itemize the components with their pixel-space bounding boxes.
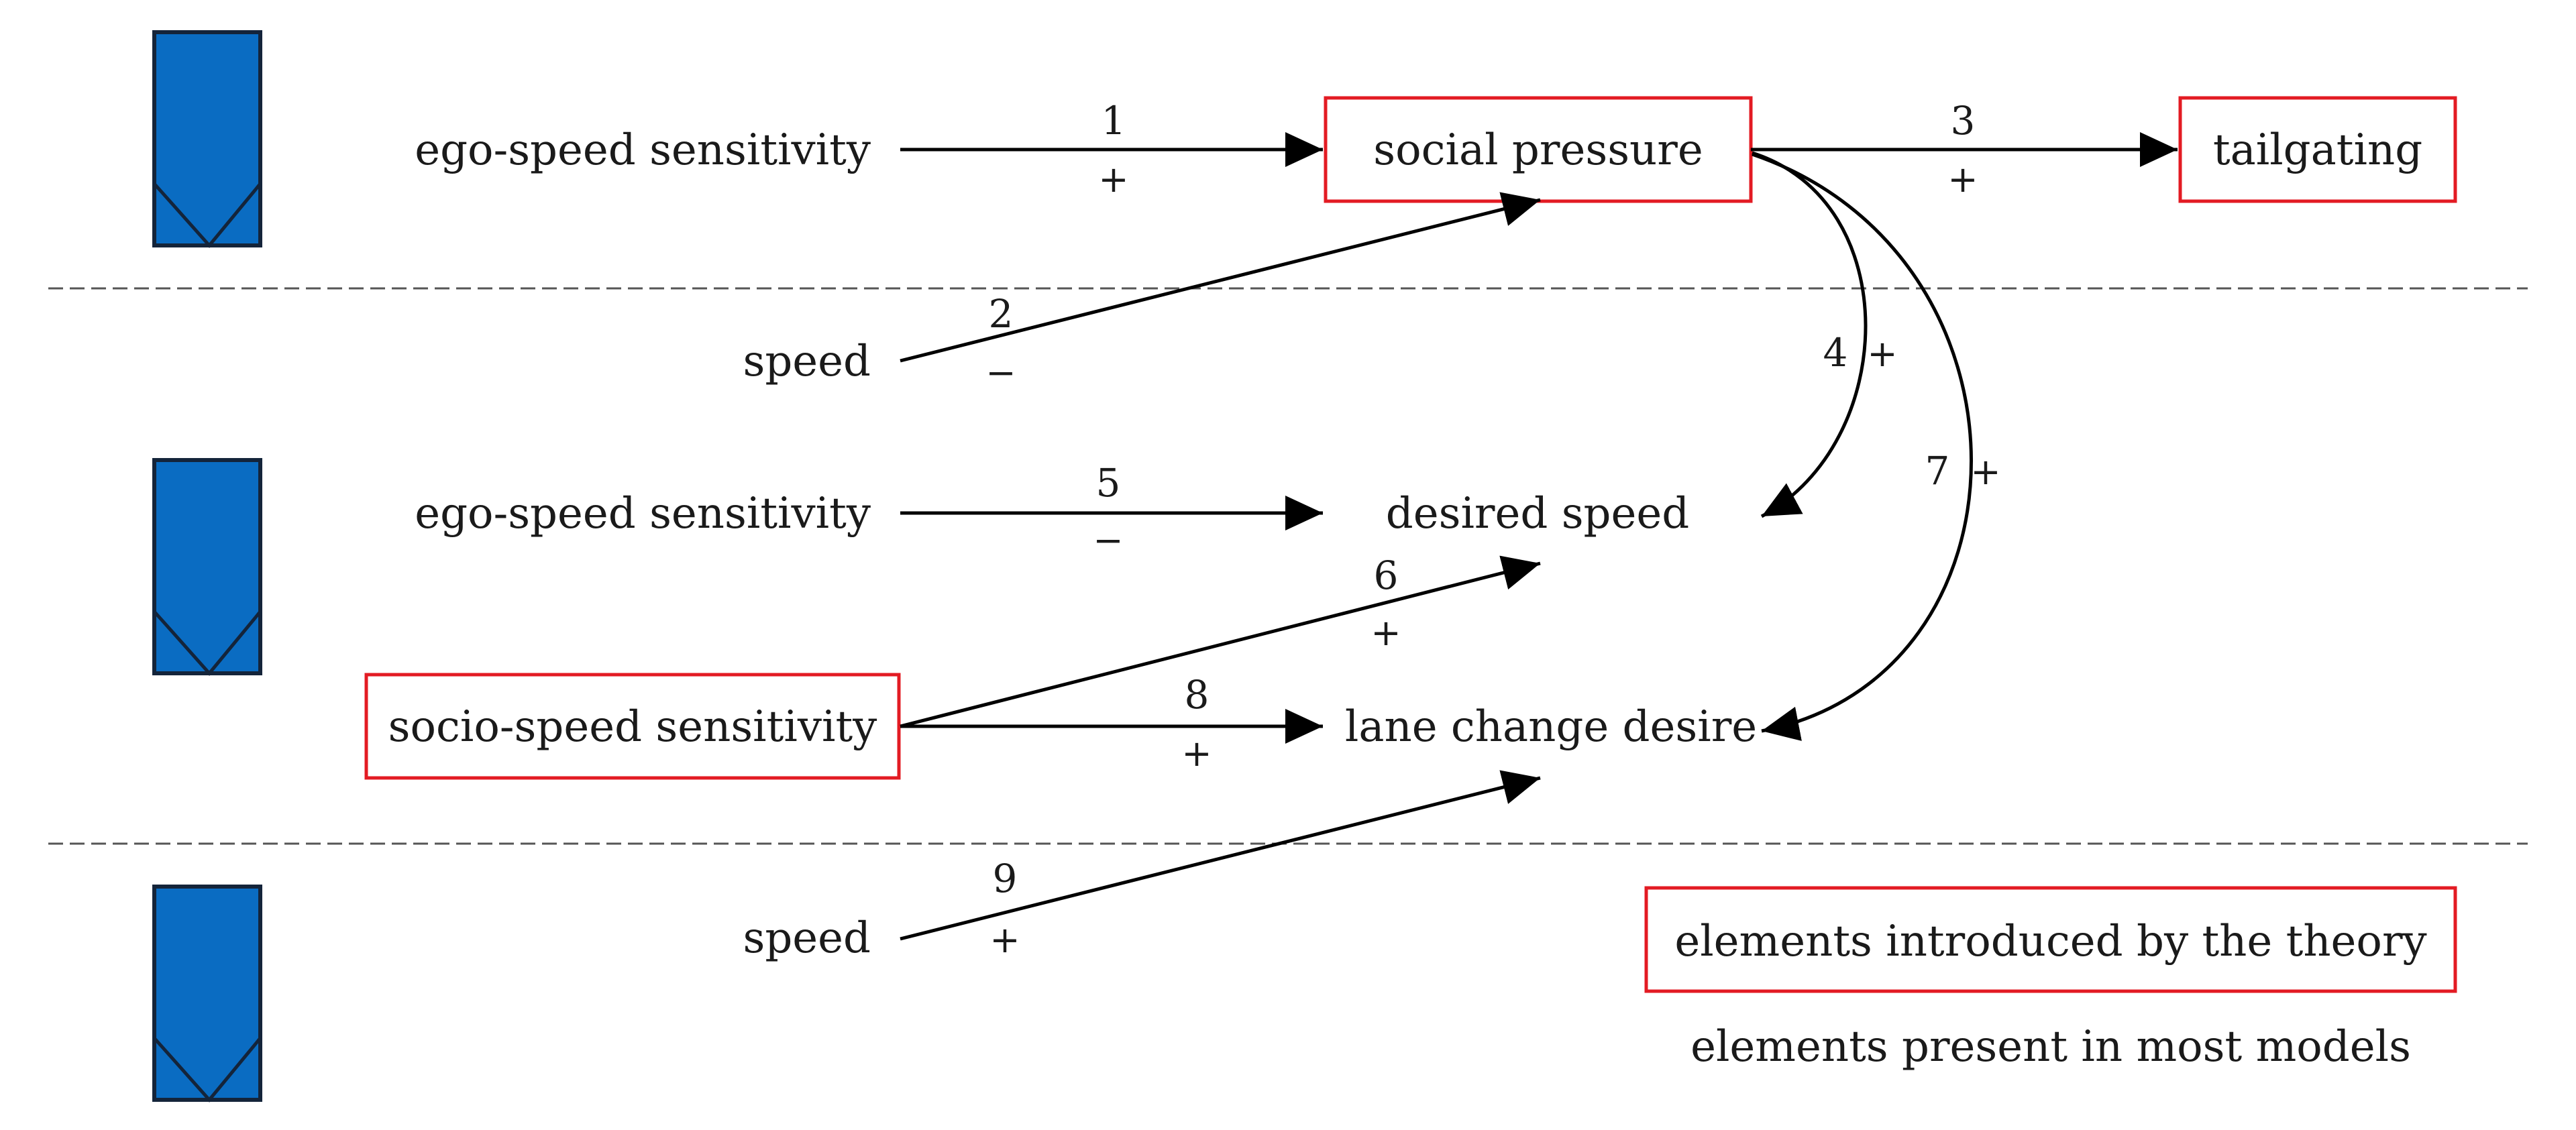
- node-tailgating: tailgating: [2213, 125, 2422, 175]
- edge-9-number: 9: [993, 856, 1018, 901]
- edge-9-arrow: [900, 770, 1541, 941]
- edge-6-number: 6: [1374, 553, 1399, 598]
- edge-1-sign: +: [1098, 158, 1128, 201]
- edge-5-sign: −: [1093, 519, 1123, 561]
- edge-2-number: 2: [989, 291, 1014, 337]
- edge-3-number: 3: [1951, 98, 1976, 144]
- edge-1-number: 1: [1102, 98, 1126, 144]
- edge-9-sign: +: [989, 919, 1020, 961]
- legend-introduced-box: [1644, 886, 2457, 993]
- edge-6-sign: +: [1371, 612, 1401, 654]
- car-icon: [152, 30, 262, 248]
- edge-4-sign: +: [1867, 333, 1897, 375]
- node-lane-change-desire: lane change desire: [1345, 702, 1757, 752]
- node-desired-speed: desired speed: [1386, 489, 1689, 539]
- node-social-pressure: social pressure: [1373, 125, 1703, 175]
- edge-4-arrow: [1752, 151, 1868, 518]
- node-speed-bottom: speed: [743, 913, 871, 963]
- node-socio-speed-sensitivity: socio-speed sensitivity: [388, 702, 877, 752]
- legend-present-label: elements present in most models: [1690, 1022, 2411, 1072]
- edge-7-number: 7: [1925, 448, 1950, 494]
- edge-6-arrow: [900, 555, 1541, 728]
- edge-8-sign: +: [1181, 732, 1212, 775]
- edge-2-arrow: [900, 192, 1541, 363]
- node-speed-top: speed: [743, 337, 871, 386]
- tailgating-box: [2178, 96, 2457, 203]
- legend-introduced-label: elements introduced by the theory: [1674, 917, 2426, 966]
- edge-7-arrow: [1752, 152, 1973, 741]
- edge-5-number: 5: [1096, 460, 1121, 506]
- node-ego-speed-sensitivity-mid: ego-speed sensitivity: [415, 489, 871, 539]
- edge-8-number: 8: [1185, 672, 1210, 718]
- edge-3-sign: +: [1947, 158, 1978, 201]
- edge-2-sign: −: [985, 351, 1016, 394]
- car-icon: [152, 885, 262, 1103]
- socio-speed-sensitivity-box: [364, 673, 901, 780]
- edge-4-number: 4: [1823, 330, 1848, 376]
- node-ego-speed-sensitivity-top: ego-speed sensitivity: [415, 125, 871, 175]
- car-icon: [152, 458, 262, 676]
- edge-7-sign: +: [1970, 451, 2000, 493]
